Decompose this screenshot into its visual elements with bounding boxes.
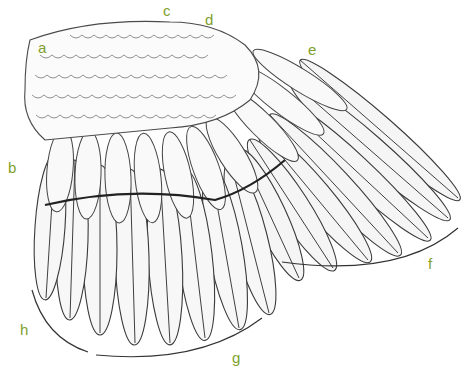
covert-texture <box>32 35 236 118</box>
part-letter: b <box>8 160 16 175</box>
part-letter: h <box>20 322 28 337</box>
part-letter: f <box>428 256 432 271</box>
bracket <box>32 228 458 357</box>
part-letter: d <box>205 12 213 27</box>
bracket-h <box>32 290 88 352</box>
feather-edge-shadow <box>45 160 285 205</box>
part-letter: g <box>232 350 240 365</box>
part-letter: e <box>308 42 316 57</box>
lesser-coverts <box>25 21 259 140</box>
part-letter: c <box>163 3 171 18</box>
part-letter: a <box>38 40 46 55</box>
